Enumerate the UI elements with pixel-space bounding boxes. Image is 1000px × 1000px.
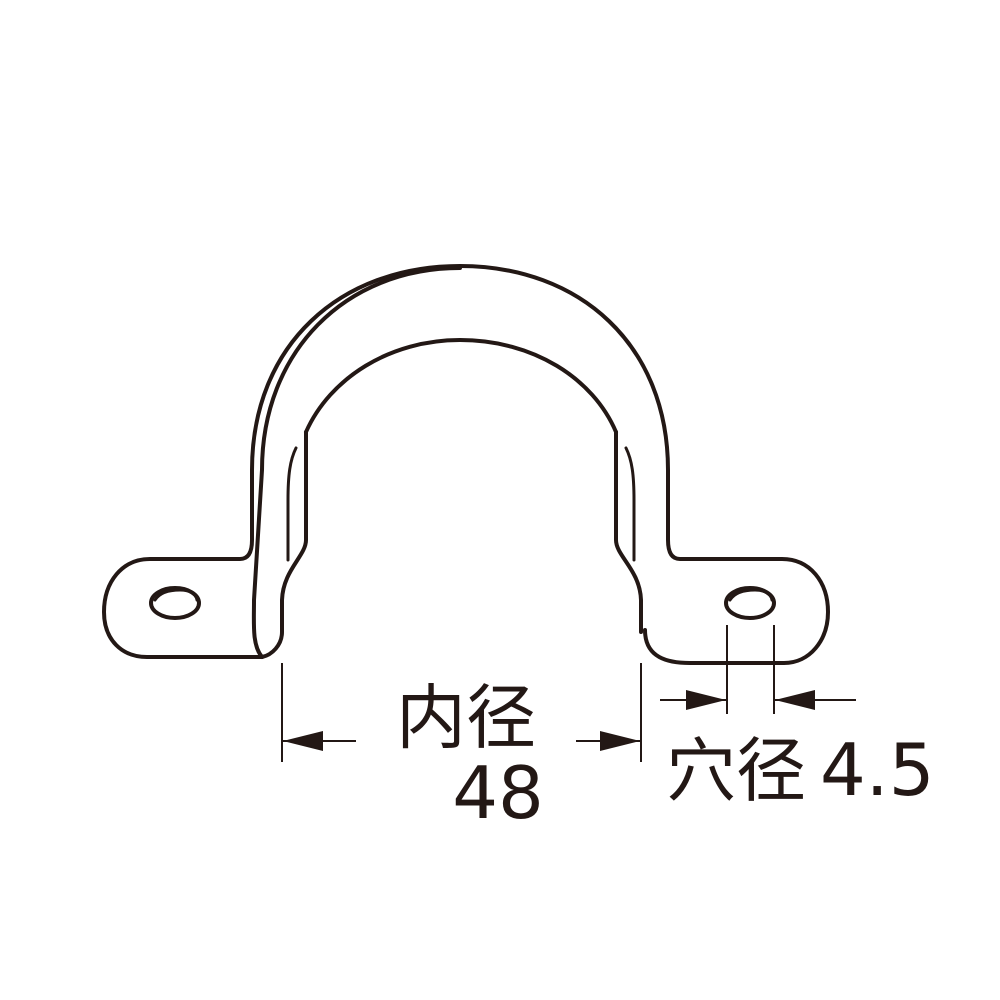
- inner-arch: [304, 338, 618, 434]
- band-front-edge: [251, 266, 462, 659]
- inner-diameter-label: 内径: [396, 677, 536, 759]
- right-bolt-hole: [724, 586, 776, 620]
- inner-diameter-dimension: 内径 48: [281, 663, 642, 835]
- hole-diameter-value: 4.5: [820, 728, 935, 812]
- inner-diameter-value: 48: [452, 751, 544, 835]
- inner-right-edge: [624, 446, 636, 562]
- hole-diameter-dimension: 穴径 4.5: [660, 625, 935, 812]
- hole-arrowhead-left: [686, 690, 726, 710]
- hole-diameter-label: 穴径: [666, 730, 806, 812]
- clamp-outline: [102, 264, 830, 665]
- saddle-clamp: [102, 264, 830, 665]
- inner-left-edge: [286, 446, 298, 562]
- hole-arrowhead-right: [775, 690, 815, 710]
- inner-left-leg: [260, 430, 308, 659]
- inner-right-leg: [614, 430, 643, 634]
- arrowhead-left: [283, 731, 323, 751]
- left-bolt-hole: [149, 586, 201, 620]
- arrowhead-right: [600, 731, 640, 751]
